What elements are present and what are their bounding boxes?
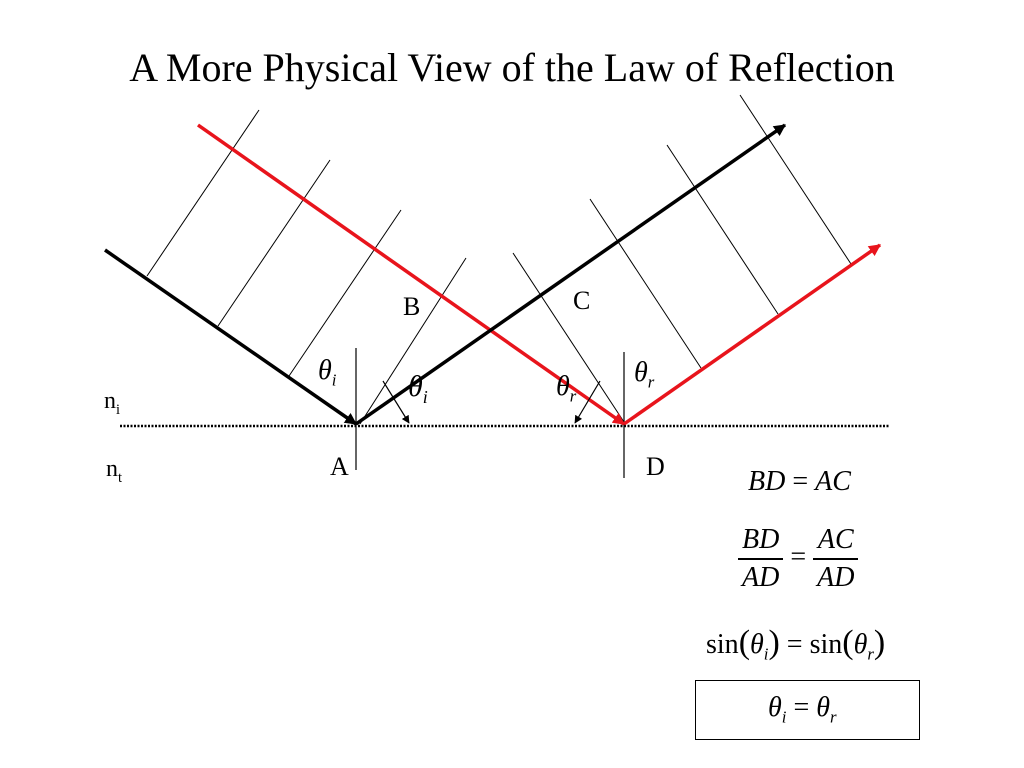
incident-ray-black: [104, 248, 357, 426]
equation-sine: sin(θi) = sin(θr): [706, 624, 886, 664]
equation-result: θi = θr: [768, 692, 837, 727]
reflected-wavefront: [589, 198, 702, 369]
medium-label-incident: ni: [104, 388, 120, 418]
reflected-wavefront: [666, 144, 779, 315]
incident-ray-red: [196, 123, 626, 426]
incident-wavefront: [217, 159, 331, 327]
point-label-c: C: [573, 286, 591, 315]
result-box: [695, 680, 920, 740]
equation-bd-equals-ac: BD = AC: [748, 466, 851, 497]
angle-arrow-reflected: [574, 380, 601, 424]
reflected-ray-black: [354, 123, 787, 426]
incident-wavefront: [359, 257, 467, 425]
reflected-wavefront: [739, 94, 852, 265]
slide-title: A More Physical View of the Law of Refle…: [129, 45, 895, 90]
point-label-b: B: [403, 292, 421, 321]
medium-label-transmitted: nt: [106, 456, 122, 486]
reflected-ray-red: [622, 243, 882, 426]
angle-label-reflected-right: θr: [634, 357, 655, 392]
angle-arrow-incident: [382, 380, 410, 424]
incident-wavefront: [288, 209, 402, 377]
point-label-a: A: [330, 452, 349, 481]
angle-label-incident-right: θi: [408, 370, 428, 408]
angle-label-reflected-left: θr: [556, 371, 577, 406]
point-label-d: D: [646, 452, 665, 481]
angle-label-incident-left: θi: [318, 355, 337, 390]
incident-wavefront: [146, 109, 260, 277]
reflected-wavefront: [512, 252, 625, 423]
